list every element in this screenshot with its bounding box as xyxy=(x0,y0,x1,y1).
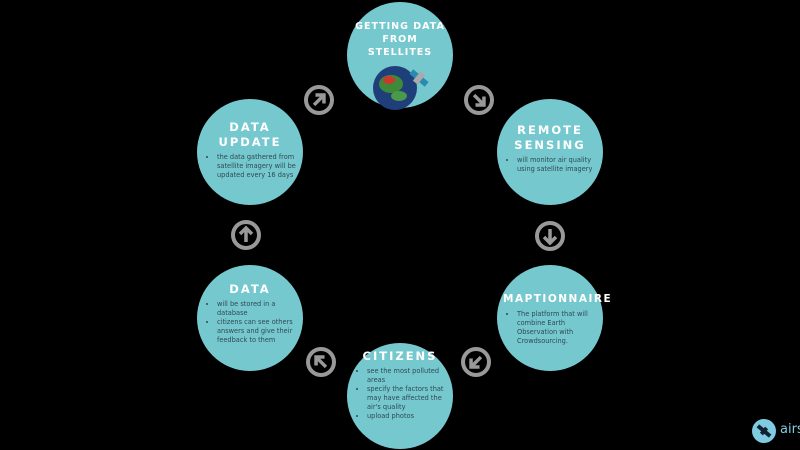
arrow-northeast-icon xyxy=(304,85,334,115)
arrow-southeast-icon xyxy=(464,85,494,115)
bullet: see the most polluted areas xyxy=(367,367,447,385)
earth-satellite-icon xyxy=(373,66,429,110)
satellite-logo-icon xyxy=(752,419,776,443)
node-title: GETTING DATA FROM STELLITES xyxy=(355,21,445,58)
bullet: specify the factors that may have affect… xyxy=(367,385,447,412)
node-remote-sensing: REMOTE SENSING will monitor air quality … xyxy=(497,99,603,205)
bullet: citizens can see others answers and give… xyxy=(217,318,297,345)
node-title: REMOTE SENSING xyxy=(514,123,586,152)
node-title: DATA UPDATE xyxy=(218,120,282,149)
node-title: MAPTIONNAIRE xyxy=(503,293,613,305)
logo-text: airsat xyxy=(780,422,800,437)
bullet: the data gathered from satellite imagery… xyxy=(217,153,297,180)
node-data-update: DATA UPDATE the data gathered from satel… xyxy=(197,99,303,205)
node-getting-data: GETTING DATA FROM STELLITES xyxy=(347,2,453,110)
bullet: will be stored in a database xyxy=(217,300,297,318)
arrow-northwest-icon xyxy=(306,347,336,377)
node-maptionnaire: MAPTIONNAIRE The platform that will comb… xyxy=(497,265,613,371)
node-citizens: CITIZENS see the most polluted areas spe… xyxy=(347,343,453,449)
node-data: DATA will be stored in a database citize… xyxy=(197,265,303,371)
node-title: CITIZENS xyxy=(362,349,438,363)
bullet: will monitor air quality using satellite… xyxy=(517,156,597,174)
arrow-up-icon xyxy=(231,220,261,250)
bullet: The platform that will combine Earth Obs… xyxy=(517,310,597,346)
bullet: upload photos xyxy=(367,412,447,421)
arrow-down-icon xyxy=(535,221,565,251)
arrow-southwest-icon xyxy=(461,347,491,377)
node-title: DATA xyxy=(229,282,271,296)
